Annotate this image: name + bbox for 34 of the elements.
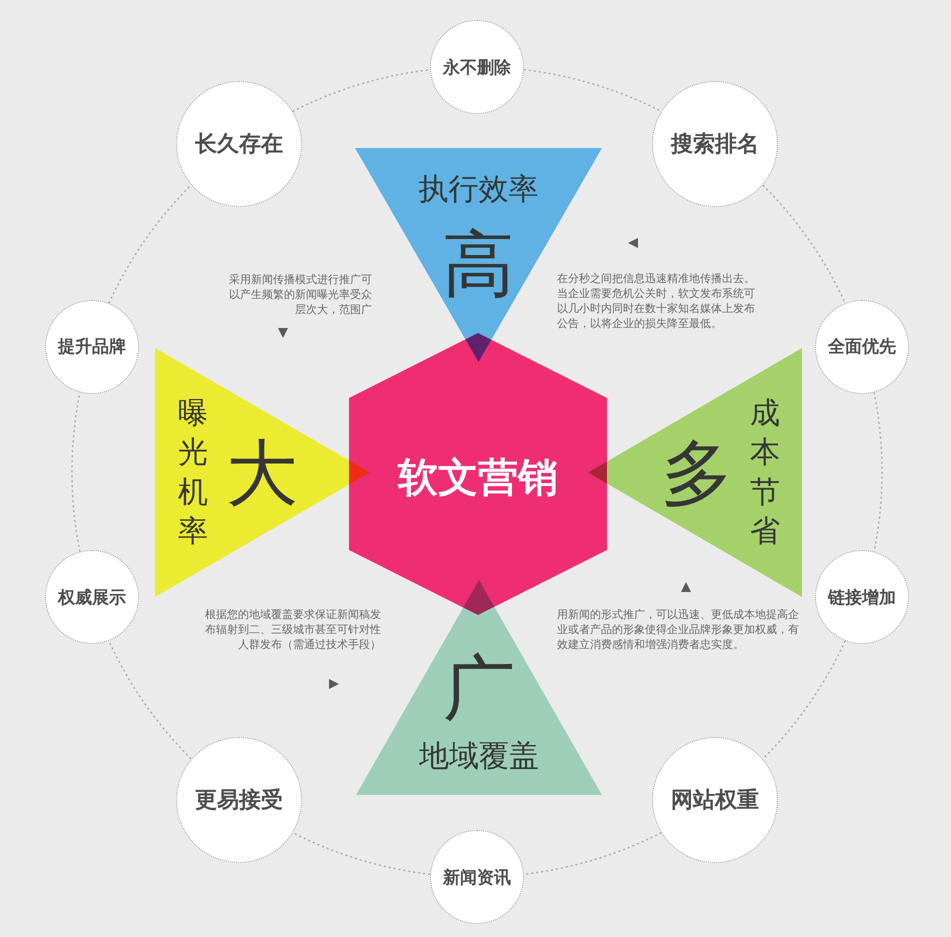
dotted-connector [71, 392, 81, 552]
vertical-label-text: 成本节省 [750, 394, 780, 552]
dotted-connector [292, 69, 430, 112]
description-text: 根据您的地域覆盖要求保证新闻稿发布辐射到二、三级城市甚至可针对性人群发布（需通过技术手段） [204, 607, 381, 652]
triangle-panel [588, 348, 802, 597]
description-text: 在分秒之间把信息迅速精准地传播出去。当企业需要危机公关时，软文发布系统可以几小时内同时在数十家知名媒体上发布公告，以将企业的损失降至最低。 [557, 271, 756, 331]
description-text: 用新闻的形式推广，可以迅速、更低成本地提高企业或者产品的形象使得企业品牌形象更加权威，有效建立消费感情和增强消费者忠实度。 [557, 607, 800, 652]
feature-circle: 提升品牌 [44, 300, 139, 394]
feature-circle: 新闻资讯 [430, 830, 524, 924]
label-text: 执行效率 [418, 175, 538, 205]
triangle-panel [155, 348, 370, 597]
feature-circle: 搜索排名 [652, 81, 778, 208]
large-character: 广 [443, 652, 515, 724]
dotted-connector [762, 640, 846, 760]
large-character: 大 [226, 436, 298, 508]
feature-circle: 全面优先 [815, 300, 910, 394]
feature-circle: 链接增加 [815, 550, 910, 644]
large-character: 多 [661, 436, 733, 508]
dotted-connector [108, 184, 192, 304]
dotted-connector [292, 832, 430, 875]
large-character: 高 [442, 228, 514, 300]
vertical-label-text: 曝光机率 [178, 394, 208, 552]
feature-circle: 长久存在 [176, 81, 302, 208]
dotted-connector [108, 640, 192, 760]
feature-circle: 网站权重 [652, 736, 778, 863]
description-text: 采用新闻传播模式进行推广可以产生频繁的新闻曝光率受众层次大，范围广 [228, 272, 372, 317]
feature-circle: 永不删除 [430, 20, 524, 114]
center-title: 软文营销 [398, 458, 558, 498]
label-text: 地域覆盖 [419, 742, 539, 772]
feature-circle: 更易接受 [176, 736, 302, 863]
dotted-connector [524, 69, 662, 112]
dotted-connector [762, 184, 846, 304]
feature-circle: 权威展示 [44, 550, 139, 644]
dotted-connector [524, 832, 662, 875]
